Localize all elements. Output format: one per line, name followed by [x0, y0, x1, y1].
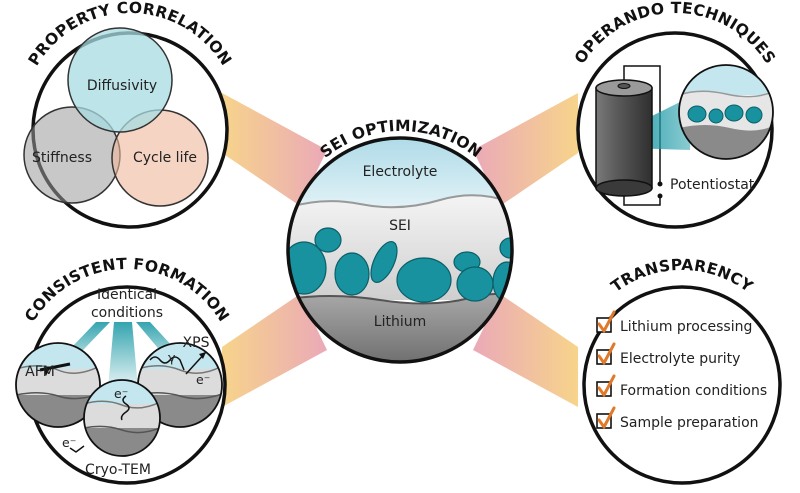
potentiostat-label: Potentiostat	[670, 177, 755, 193]
checklist-label: Electrolyte purity	[620, 351, 740, 367]
checklist: Lithium processing Electrolyte purity Fo…	[596, 310, 767, 431]
identical-label-line1: Identical	[97, 287, 157, 303]
cryo-tem-circle: e⁻	[83, 379, 161, 457]
battery-cell-icon	[595, 79, 653, 197]
consistent-formation-panel: Identical conditions	[15, 255, 232, 485]
identical-label-line2: conditions	[91, 305, 163, 321]
zoom-circle	[678, 64, 774, 160]
operando-techniques-panel: Potentiostat OPERANDO TECHNIQUES	[571, 0, 779, 229]
cycle-life-label: Cycle life	[133, 150, 197, 166]
xps-label: XPS	[183, 335, 210, 351]
lithium-label: Lithium	[374, 314, 426, 330]
afm-label: AFM	[25, 364, 55, 380]
beam-top-left	[222, 93, 327, 206]
electrolyte-label: Electrolyte	[363, 164, 438, 180]
checklist-item-lithium-processing: Lithium processing	[596, 310, 752, 335]
property-correlation-panel: Diffusivity Stiffness Cycle life PROPERT…	[23, 0, 235, 229]
checklist-item-sample-preparation: Sample preparation	[596, 406, 759, 431]
xps-electron-label: e⁻	[196, 372, 210, 387]
sei-label: SEI	[389, 218, 411, 234]
checklist-item-electrolyte-purity: Electrolyte purity	[596, 342, 740, 367]
transparency-panel: Lithium processing Electrolyte purity Fo…	[582, 256, 782, 485]
check-icon	[597, 342, 616, 365]
cryo-tem-label: Cryo-TEM	[85, 462, 151, 478]
check-icon	[597, 374, 616, 397]
beam-top-right	[473, 93, 578, 206]
checklist-label: Sample preparation	[620, 415, 759, 431]
diffusivity-label: Diffusivity	[87, 78, 157, 94]
check-icon	[597, 310, 616, 333]
checklist-label: Lithium processing	[620, 319, 752, 335]
beam-bottom-left	[222, 294, 327, 407]
tem-electron-out-label: e⁻	[62, 435, 76, 450]
gamma-label: γ	[168, 350, 176, 365]
checklist-label: Formation conditions	[620, 383, 767, 399]
stiffness-label: Stiffness	[32, 150, 92, 166]
check-icon	[597, 406, 616, 429]
checklist-item-formation-conditions: Formation conditions	[596, 374, 767, 399]
tem-electron-label: e⁻	[114, 386, 128, 401]
beam-bottom-right	[473, 294, 578, 407]
